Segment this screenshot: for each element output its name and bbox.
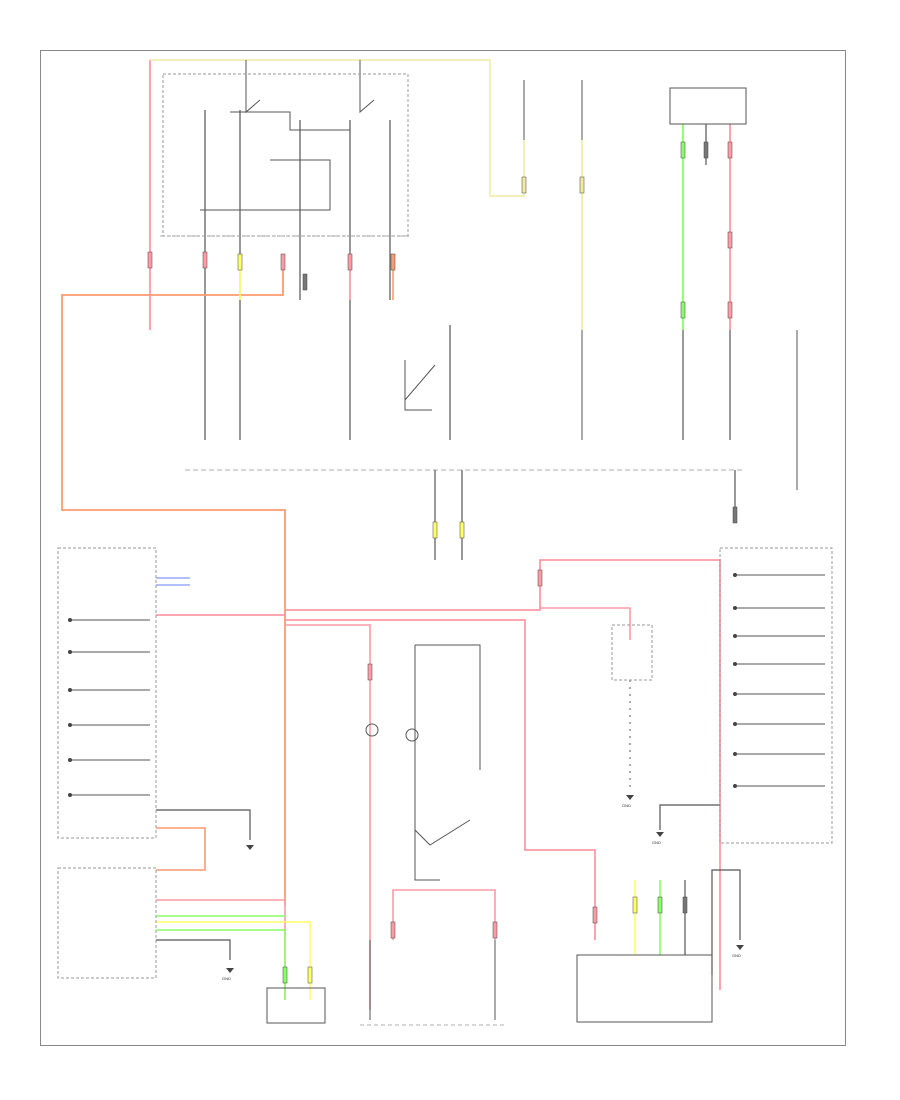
mid-switch-body bbox=[404, 360, 432, 411]
bottom-right-module bbox=[576, 954, 713, 1023]
audio-pin-dot-4 bbox=[68, 758, 72, 762]
audio-pin-dot-0 bbox=[68, 618, 72, 622]
component-layer bbox=[57, 73, 833, 1024]
right-row-dot-1 bbox=[733, 606, 737, 610]
right-panel-box bbox=[719, 547, 833, 844]
fuse-a-pin bbox=[521, 176, 527, 194]
pin-7 bbox=[390, 253, 396, 271]
wire-pink-bus-2 bbox=[285, 619, 596, 940]
br-pin-2 bbox=[657, 896, 663, 914]
audio-unit-box bbox=[57, 547, 157, 839]
ground-symbol-4 bbox=[736, 945, 744, 950]
relay-line-2 bbox=[414, 645, 440, 881]
touch-screen-box bbox=[57, 867, 157, 979]
br-pin-3 bbox=[682, 896, 688, 914]
right-row-dot-5 bbox=[733, 722, 737, 726]
ground-symbol-0 bbox=[226, 968, 234, 973]
bl-pin-1 bbox=[282, 966, 288, 984]
audio-pin-dot-2 bbox=[68, 688, 72, 692]
ground-symbol-3 bbox=[656, 832, 664, 837]
right-row-dot-4 bbox=[733, 692, 737, 696]
pin-5 bbox=[302, 273, 308, 291]
switch-inner bbox=[200, 159, 331, 211]
right-row-dot-6 bbox=[733, 752, 737, 756]
audio-pin-dot-5 bbox=[68, 793, 72, 797]
mod-pin-1 bbox=[680, 141, 686, 159]
center-pin-top bbox=[537, 569, 543, 587]
right-row-dot-0 bbox=[733, 573, 737, 577]
pin-1 bbox=[147, 251, 153, 269]
relay-coil-2 bbox=[405, 728, 419, 742]
pin-6 bbox=[347, 253, 353, 271]
wire-orange-feed bbox=[61, 260, 286, 905]
relay-line bbox=[415, 644, 481, 770]
switch-link bbox=[230, 111, 350, 131]
wire-right-gnd bbox=[659, 804, 720, 830]
switch-a-line bbox=[245, 60, 261, 114]
center-pin-1 bbox=[367, 663, 373, 681]
relay-coil-1 bbox=[365, 723, 379, 737]
mod-pin-6 bbox=[727, 301, 733, 319]
loop-pin-r bbox=[492, 921, 498, 939]
can-pin-r bbox=[459, 521, 465, 539]
wire-pink-bus bbox=[285, 559, 721, 990]
can-pin-l bbox=[432, 521, 438, 539]
wire-orange-audio bbox=[156, 827, 206, 871]
fuse-b-pin bbox=[579, 176, 585, 194]
mod-pin-5 bbox=[680, 301, 686, 319]
wire-layer bbox=[61, 59, 825, 1026]
ground-symbol-2 bbox=[626, 795, 634, 800]
audio-pin-dot-3 bbox=[68, 723, 72, 727]
wire-pink-sub bbox=[540, 607, 631, 640]
bl-pin-2 bbox=[307, 966, 313, 984]
br-wire-out bbox=[711, 869, 741, 975]
mod-pin-2 bbox=[703, 141, 709, 159]
relay-wire bbox=[414, 750, 471, 846]
label-ground-right: GND bbox=[652, 840, 661, 845]
audio-pin-dot-1 bbox=[68, 650, 72, 654]
ground-symbol-1 bbox=[246, 845, 254, 850]
pin-4 bbox=[280, 253, 286, 271]
pin-3 bbox=[237, 253, 243, 271]
pin-2 bbox=[202, 251, 208, 269]
loop-pin-l bbox=[390, 921, 396, 939]
small-relay-box bbox=[611, 624, 653, 681]
wire-touch-1 bbox=[156, 899, 286, 1000]
mod-pin-4 bbox=[727, 231, 733, 249]
right-row-dot-2 bbox=[733, 634, 737, 638]
power-module-box bbox=[669, 87, 747, 125]
mid-switch-arm bbox=[404, 364, 436, 401]
right-pin-1 bbox=[592, 906, 598, 924]
label-ground-bottom: GND bbox=[732, 953, 741, 958]
diagram-frame bbox=[40, 50, 846, 1046]
wire-top-pale bbox=[150, 59, 525, 197]
bottom-left-module bbox=[266, 987, 326, 1024]
wire-audio-gnd bbox=[156, 809, 251, 840]
label-ground-left: GND bbox=[222, 976, 231, 981]
can-right-pin bbox=[732, 506, 738, 524]
right-row-dot-3 bbox=[733, 662, 737, 666]
wire-touch-5 bbox=[156, 939, 231, 960]
wire-pink-center bbox=[285, 624, 371, 1010]
connector-layer bbox=[68, 141, 744, 984]
label-ground-mid: GND bbox=[622, 803, 631, 808]
switch-b-line bbox=[359, 60, 375, 114]
br-pin-1 bbox=[632, 896, 638, 914]
right-row-dot-7 bbox=[733, 784, 737, 788]
ignition-switch-box bbox=[162, 73, 409, 237]
mod-pin-3 bbox=[727, 141, 733, 159]
wire-pink-loop bbox=[392, 889, 496, 940]
